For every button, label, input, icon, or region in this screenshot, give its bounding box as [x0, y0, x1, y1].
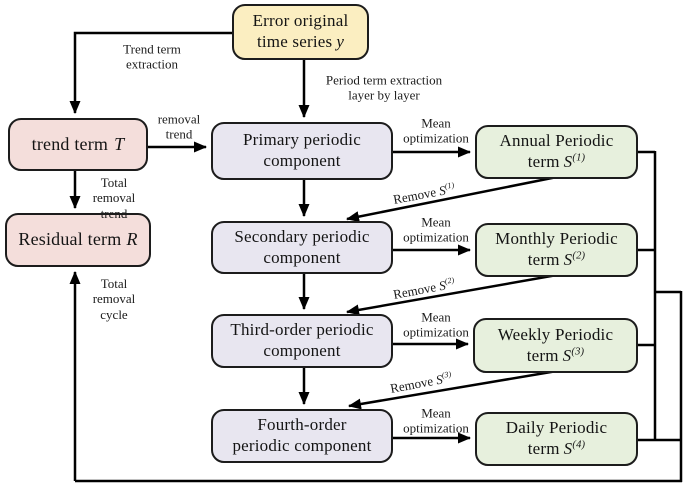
label-mean-optimization-4: Mean optimization: [403, 405, 469, 436]
node-label: Annual Periodic: [499, 131, 614, 151]
node-label: component: [263, 151, 341, 170]
arrow-trend-extraction: [69, 31, 232, 114]
label-removal-trend: removal trend: [157, 111, 201, 142]
node-label: Primary periodic: [243, 130, 361, 150]
node-label: Fourth-order: [257, 415, 347, 435]
arrow-remove-s2: [346, 273, 558, 316]
label-total-removal-trend: Total removal trend: [92, 175, 136, 221]
math-var-r: R: [126, 229, 138, 250]
math-var-y: y: [336, 32, 345, 51]
math-var-s3: S: [562, 345, 572, 365]
node-label: periodic component: [232, 436, 372, 455]
node-label: component: [263, 341, 341, 360]
node-label: Monthly Periodic: [495, 229, 618, 249]
math-var-s2: S: [563, 250, 573, 269]
label-trend-term-extraction: Trend term extraction: [123, 41, 181, 72]
node-label: component: [263, 247, 341, 267]
math-var-s4: S: [563, 439, 573, 458]
label-mean-optimization-3: Mean optimization: [403, 309, 469, 340]
arrow-remove-s1: [346, 175, 558, 223]
node-label: Third-order periodic: [230, 320, 374, 340]
arrow-remove-s3: [348, 369, 558, 410]
label-mean-optimization-2: Mean optimization: [403, 214, 469, 245]
node-label: Error original: [252, 11, 349, 31]
node-label: Weekly Periodic: [497, 324, 614, 344]
node-fourth-order-periodic: Fourth-order periodic component: [211, 409, 393, 463]
math-var-s1: S: [563, 152, 573, 171]
node-label: Daily Periodic: [505, 418, 608, 438]
math-var-t: T: [114, 133, 125, 154]
node-third-order-periodic: Third-order periodic component: [211, 314, 393, 368]
node-primary-periodic: Primary periodic component: [211, 122, 393, 180]
node-label: Secondary periodic: [234, 226, 370, 246]
node-secondary-periodic: Secondary periodic component: [211, 221, 393, 274]
label-mean-optimization-1: Mean optimization: [403, 115, 469, 146]
label-total-removal-cycle: Total removal cycle: [92, 276, 136, 322]
label-period-term-extraction: Period term extraction layer by layer: [325, 72, 443, 103]
